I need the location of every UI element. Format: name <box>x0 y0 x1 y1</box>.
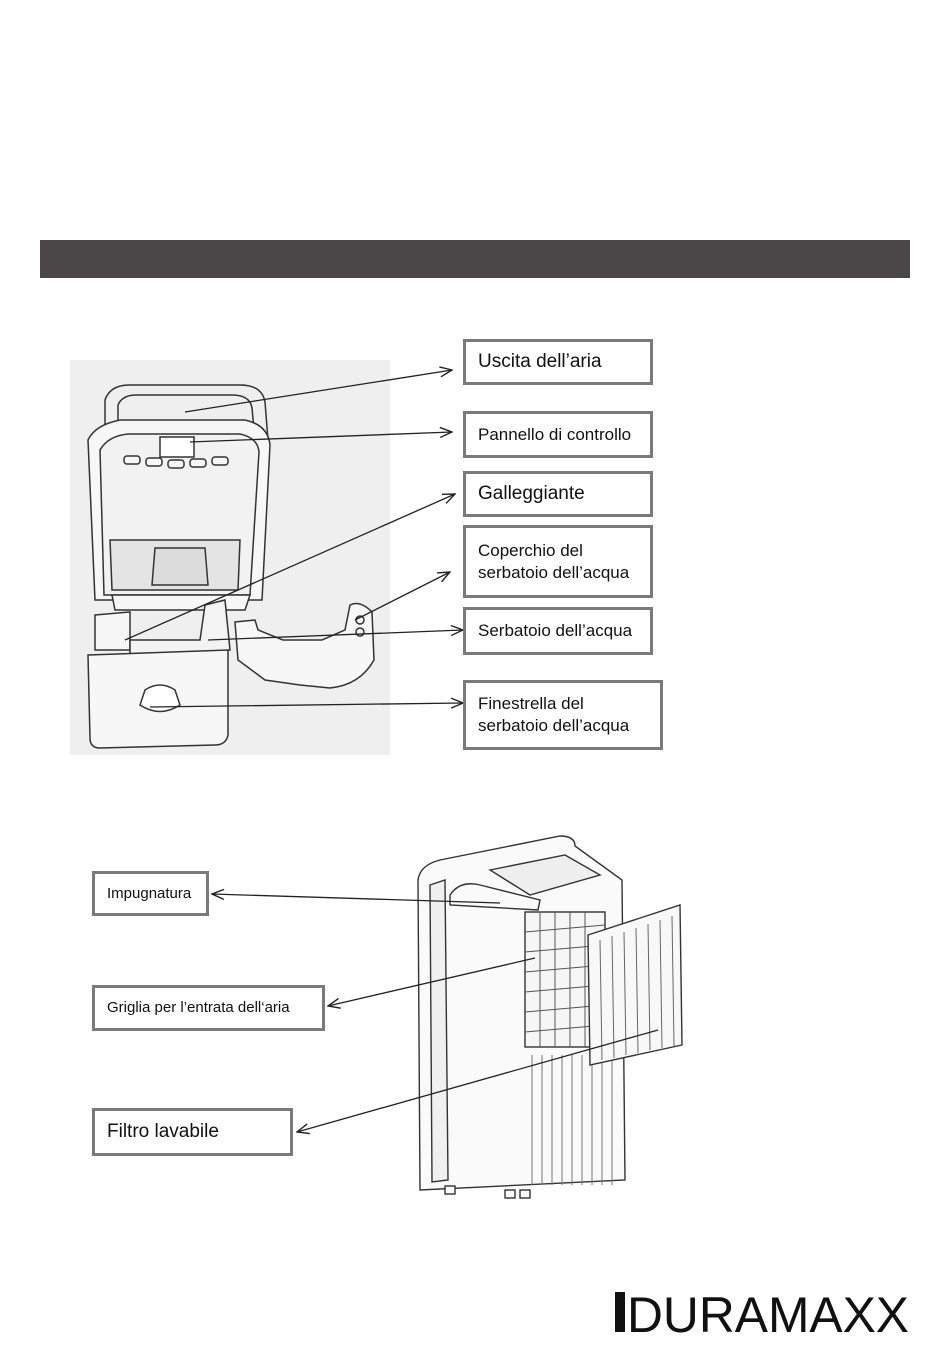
label-control-panel: Pannello di controllo <box>463 411 653 458</box>
svg-text:DURAMAXX: DURAMAXX <box>627 1288 909 1336</box>
label-air-outlet: Uscita dell’aria <box>463 339 653 385</box>
label-handle: Impugnatura <box>92 871 209 916</box>
dehumidifier-illustration <box>70 360 390 755</box>
label-tank-cover: Coperchio del serbatoio dell’acqua <box>463 525 653 598</box>
label-washable-filter: Filtro lavabile <box>92 1108 293 1156</box>
label-air-inlet-grille: Griglia per l’entrata dell‘aria <box>92 985 325 1031</box>
duramaxx-logo: DURAMAXX <box>615 1288 910 1336</box>
label-water-tank: Serbatoio dell’acqua <box>463 607 653 655</box>
label-float: Galleggiante <box>463 471 653 517</box>
label-tank-window: Finestrella del serbatoio dell’acqua <box>463 680 663 750</box>
portable-unit-illustration <box>418 836 682 1198</box>
